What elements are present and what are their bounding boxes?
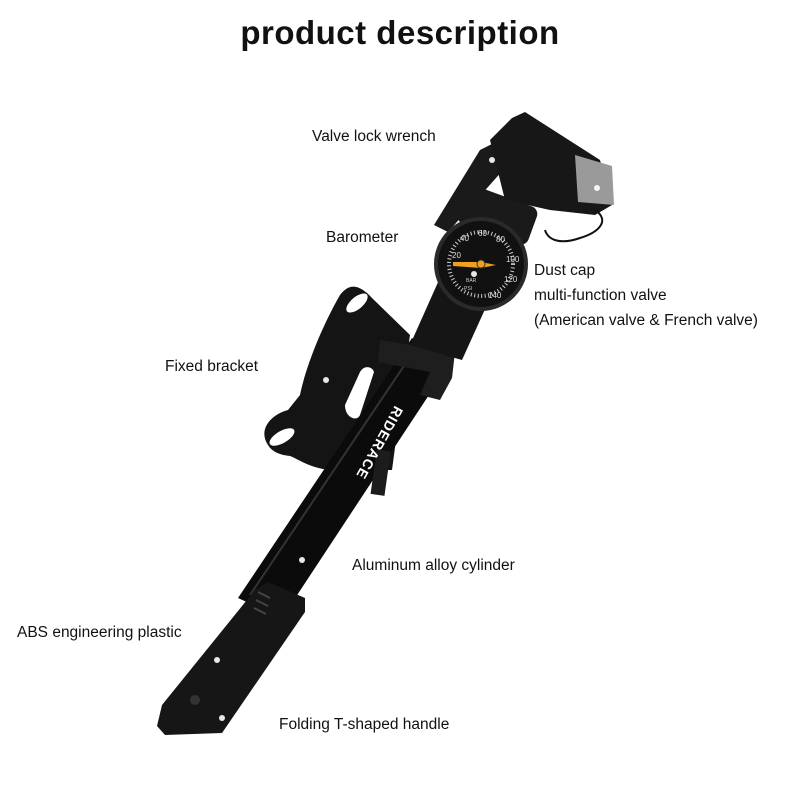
gauge-tick: 140 [488, 291, 502, 300]
gauge-tick: 40 [460, 234, 469, 243]
gauge-tick: 60 [478, 229, 487, 238]
gauge-unit: PSI [464, 286, 472, 292]
gauge-unit: BAR [466, 278, 477, 284]
label-fixed-bracket: Fixed bracket [165, 358, 259, 375]
label-cylinder: Aluminum alloy cylinder [352, 557, 515, 574]
barometer-gauge: 20 40 60 80 100 120 140 BAR PSI [434, 217, 528, 311]
gauge-tick: 20 [452, 251, 461, 260]
gauge-tick: 120 [504, 275, 518, 284]
label-abs-plastic: ABS engineering plastic [17, 624, 182, 641]
gauge-tick: 100 [506, 255, 520, 264]
side-clip [370, 449, 391, 496]
page-title: product description [240, 14, 560, 51]
bracket-strap [378, 340, 455, 400]
label-multi-valve: multi-function valve [534, 287, 667, 304]
label-handle: Folding T-shaped handle [279, 716, 450, 733]
dust-cap [575, 155, 614, 205]
aluminum-cylinder [238, 338, 452, 618]
gauge-tick: 80 [496, 235, 505, 244]
label-valve-types: (American valve & French valve) [534, 312, 758, 329]
bracket-slot [269, 428, 295, 446]
label-valve-lock-wrench: Valve lock wrench [312, 128, 436, 145]
bracket-slot [346, 293, 368, 313]
label-barometer: Barometer [326, 229, 399, 246]
bracket-window [345, 367, 374, 419]
label-dust-cap: Dust cap [534, 262, 596, 279]
